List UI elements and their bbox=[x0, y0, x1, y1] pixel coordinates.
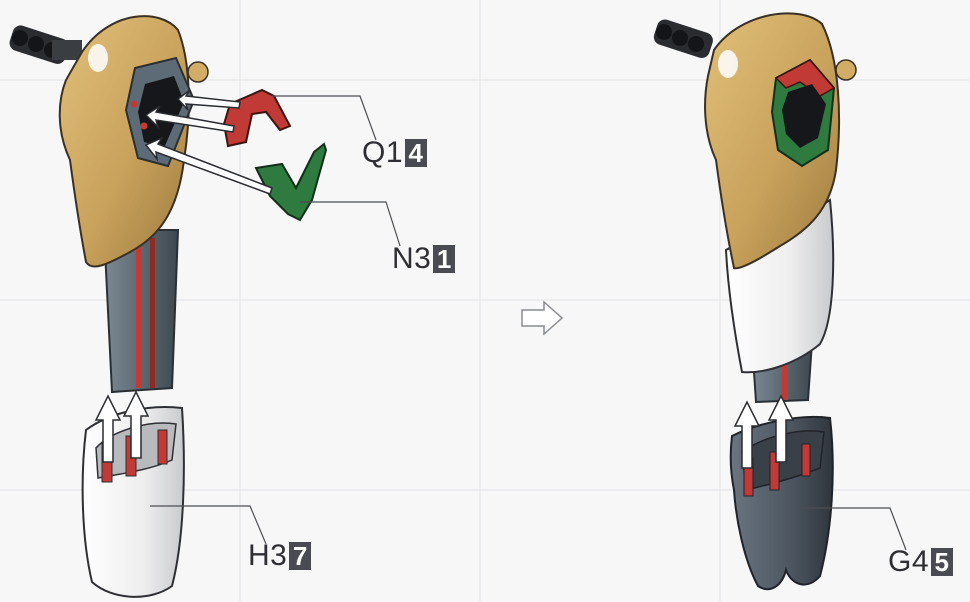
right-hex-installed bbox=[772, 60, 834, 166]
callout-code: H3 bbox=[248, 541, 287, 571]
callout-n3: N3 1 bbox=[392, 244, 455, 274]
callout-code: N3 bbox=[392, 244, 431, 274]
callout-code: Q1 bbox=[362, 138, 403, 168]
part-q1-red bbox=[224, 90, 290, 146]
callout-number-badge: 5 bbox=[931, 548, 953, 576]
right-arrow-icon bbox=[522, 302, 562, 334]
callout-number-badge: 1 bbox=[433, 245, 455, 273]
callout-q1: Q1 4 bbox=[362, 138, 427, 168]
right-top-ball bbox=[836, 60, 856, 80]
callout-number-badge: 4 bbox=[405, 139, 427, 167]
callout-code: G4 bbox=[888, 547, 929, 577]
right-assembly bbox=[652, 13, 906, 589]
callout-number-badge: 7 bbox=[289, 542, 311, 570]
left-top-ball bbox=[188, 62, 208, 82]
callout-h3: H3 7 bbox=[248, 541, 311, 571]
right-joint-connector bbox=[652, 17, 715, 60]
left-assembly bbox=[7, 16, 400, 597]
left-joint-connector bbox=[7, 23, 82, 66]
part-n3-green bbox=[256, 144, 326, 220]
callout-g4: G4 5 bbox=[888, 547, 953, 577]
